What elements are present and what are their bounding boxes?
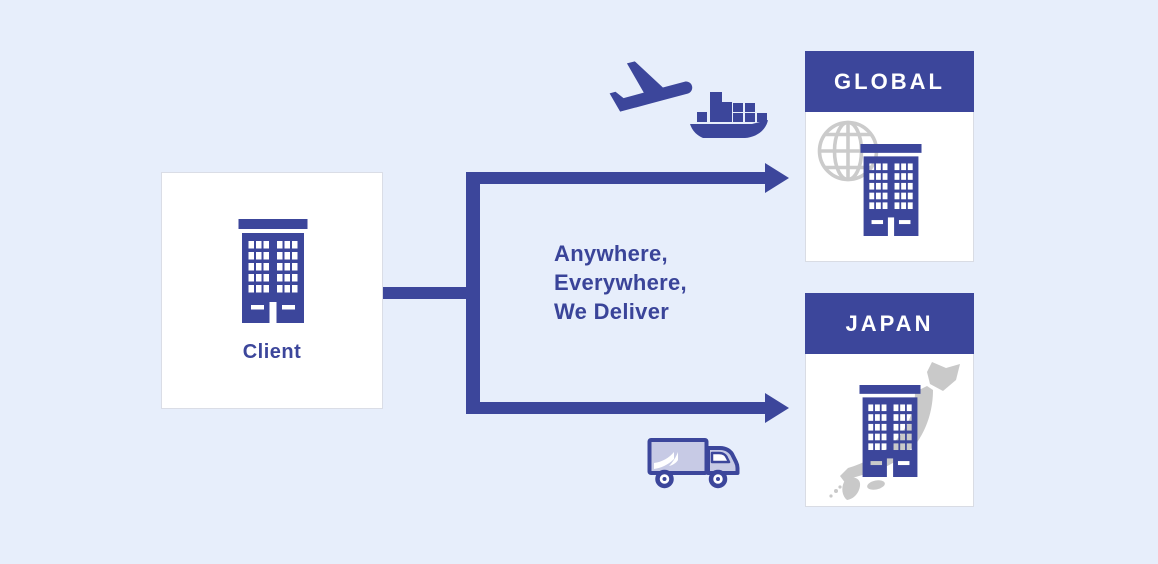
office-building-icon	[238, 219, 308, 323]
global-card-body	[806, 112, 973, 261]
global-title: GLOBAL	[834, 68, 945, 94]
japan-building-icon	[859, 385, 921, 477]
globe-icon	[817, 120, 879, 182]
japan-card-body	[806, 354, 973, 506]
cargo-ship-icon	[690, 92, 768, 138]
japan-title: JAPAN	[845, 310, 934, 336]
global-card: GLOBAL	[805, 51, 974, 262]
arrowhead-to-japan	[765, 393, 789, 423]
japan-card-header: JAPAN	[805, 293, 974, 354]
arrowhead-to-global	[765, 163, 789, 193]
tagline: Anywhere, Everywhere, We Deliver	[554, 239, 687, 326]
tagline-line-3: We Deliver	[554, 299, 670, 324]
airplane-takeoff-icon	[609, 61, 693, 112]
tagline-line-2: Everywhere,	[554, 270, 687, 295]
japan-card: JAPAN	[805, 293, 974, 507]
client-card: Client	[161, 172, 383, 409]
tagline-line-1: Anywhere,	[554, 241, 668, 266]
delivery-truck-icon	[647, 438, 740, 489]
global-card-header: GLOBAL	[805, 51, 974, 112]
client-label: Client	[242, 341, 302, 363]
global-building-icon	[860, 144, 922, 236]
